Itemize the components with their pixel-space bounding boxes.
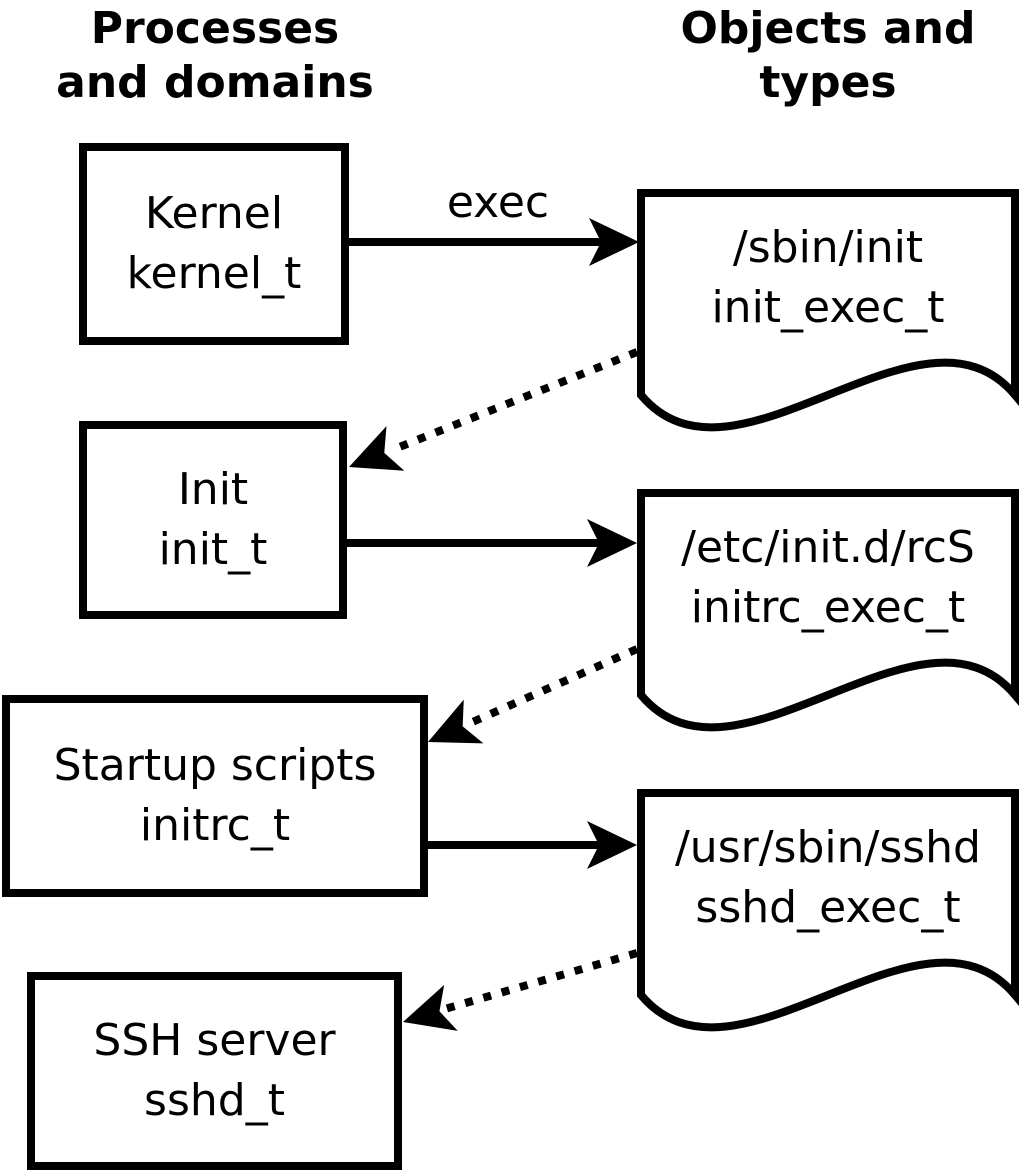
transition-arrow-line — [466, 645, 639, 728]
object-label-etc-initd-rcs: /etc/init.d/rcS initrc_exec_t — [637, 493, 1019, 663]
object-path: /sbin/init — [732, 222, 924, 273]
process-box-init — [79, 421, 347, 619]
transition-arrow-line — [390, 348, 639, 454]
process-name: Init — [177, 464, 249, 515]
process-label-ssh-server: SSH server sshd_t — [27, 972, 402, 1170]
process-type: initrc_t — [139, 800, 291, 851]
process-name: Startup scripts — [53, 740, 377, 791]
arrowhead-icon — [589, 218, 639, 266]
object-doc-etc-initd-rcs — [637, 489, 1019, 732]
column-header-processes-and-domains: Processes and domains — [56, 3, 374, 108]
process-box-kernel — [79, 143, 349, 345]
process-label-kernel: Kernel kernel_t — [79, 143, 349, 345]
object-type: initrc_exec_t — [690, 582, 966, 633]
transition-arrow-line — [443, 949, 639, 1013]
exec-arrow-kernel-to-sbin-init — [345, 218, 639, 266]
arrowhead-icon — [428, 699, 484, 744]
process-name: SSH server — [93, 1015, 336, 1066]
object-path: /usr/sbin/sshd — [674, 822, 981, 873]
column-header-objects-and-types: Objects and types — [680, 3, 976, 108]
arrowhead-icon — [587, 519, 637, 567]
object-type: init_exec_t — [711, 282, 945, 333]
process-box-ssh-server — [27, 972, 402, 1170]
transition-arrow-sbin-init-to-init — [349, 348, 639, 471]
process-label-startup-scripts: Startup scripts initrc_t — [2, 695, 428, 897]
transition-arrow-usr-sbin-sshd-to-ssh-server — [403, 949, 639, 1031]
process-type: kernel_t — [126, 248, 302, 299]
arrowhead-icon — [587, 821, 637, 869]
object-doc-usr-sbin-sshd — [637, 789, 1019, 1032]
object-label-usr-sbin-sshd: /usr/sbin/sshd sshd_exec_t — [637, 793, 1019, 963]
process-box-startup-scripts — [2, 695, 428, 897]
process-type: init_t — [158, 524, 268, 575]
arrowhead-icon — [349, 426, 405, 471]
exec-arrow-label: exec — [446, 177, 550, 228]
exec-arrow-startup-scripts-to-usr-sbin-sshd — [424, 821, 637, 869]
object-path: /etc/init.d/rcS — [681, 522, 975, 573]
arrowhead-icon — [403, 984, 458, 1031]
transition-arrow-etc-initd-rcs-to-startup-scripts — [428, 645, 639, 744]
process-name: Kernel — [144, 188, 284, 239]
object-type: sshd_exec_t — [695, 882, 961, 933]
process-label-init: Init init_t — [79, 421, 347, 619]
exec-arrow-init-to-etc-initd-rcs — [343, 519, 637, 567]
process-type: sshd_t — [144, 1075, 285, 1126]
object-label-sbin-init: /sbin/init init_exec_t — [637, 193, 1019, 363]
object-doc-sbin-init — [637, 189, 1019, 432]
